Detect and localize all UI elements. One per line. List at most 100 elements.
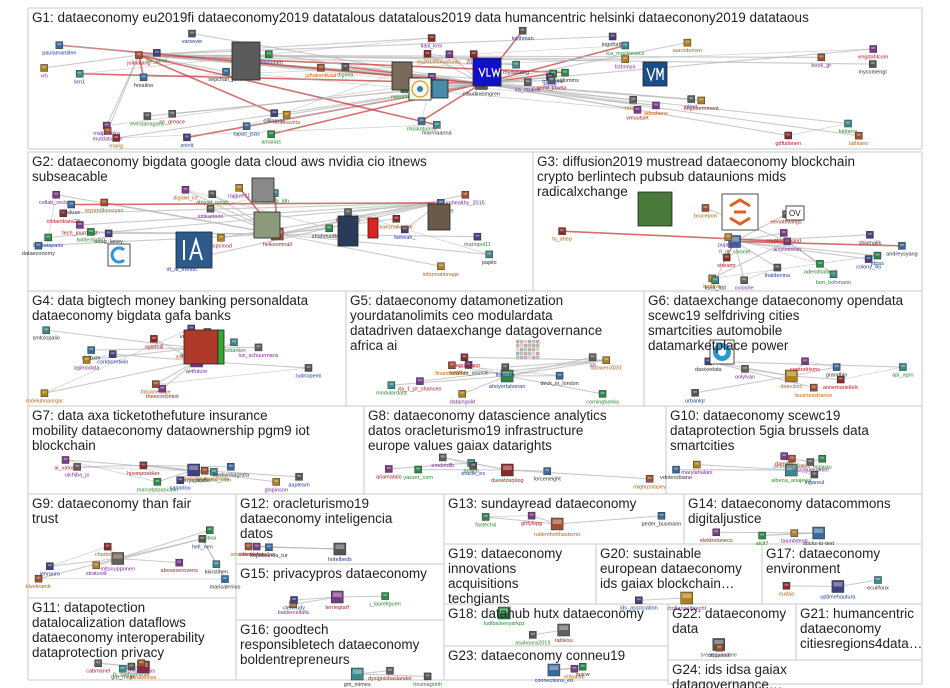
node-aibena_ariajewa[interactable]: aibena_ariajewa bbox=[771, 463, 812, 484]
node-alcit7[interactable]: alcit7 bbox=[756, 531, 769, 547]
node-agimodata[interactable]: agimodata bbox=[74, 356, 101, 371]
node-stratuvid[interactable]: stratuvid bbox=[86, 561, 107, 577]
node-urbanlqr[interactable]: urbanlqr bbox=[685, 389, 705, 404]
elephant-avatar-icon[interactable] bbox=[253, 211, 281, 239]
node-dysignisbaslander[interactable]: dysignisbaslander bbox=[368, 666, 412, 682]
node-orchestractities[interactable]: orchestractities bbox=[773, 454, 811, 470]
node-smawtoubrista[interactable]: smawtoubrista bbox=[231, 542, 267, 558]
node-charkonen[interactable]: charkonen bbox=[95, 542, 121, 558]
node-ciberbeheadas[interactable]: ciberbeheadas bbox=[239, 542, 275, 558]
node-informationage[interactable]: informationage bbox=[423, 262, 459, 278]
node-ulchiba_jo[interactable]: ulchiba_jo bbox=[65, 463, 90, 478]
node-api_agro[interactable]: api_agro bbox=[892, 363, 914, 379]
node-kiveleamtr[interactable]: kiveleamtr bbox=[26, 574, 51, 590]
node-adendhaliwal[interactable]: adendhaliwal bbox=[804, 260, 836, 275]
node-olmrt[interactable]: olmrt bbox=[685, 95, 698, 111]
node-kkirstinen[interactable]: kkirstinen bbox=[205, 560, 228, 576]
node-engdahlcom[interactable]: engdahlcom bbox=[858, 45, 889, 60]
node-fingovernment[interactable]: fingovernment bbox=[684, 96, 719, 112]
node-mr_janel[interactable]: mr_janel bbox=[146, 49, 167, 64]
node-wyrandboozyan[interactable]: wyrandboozyan bbox=[84, 198, 124, 214]
node-olyofuntu[interactable]: olyofuntu bbox=[438, 50, 461, 66]
node-juliaalang[interactable]: juliaalang bbox=[126, 51, 151, 67]
node-lca_mackiewicz[interactable]: lca_mackiewicz bbox=[606, 41, 645, 57]
node-eudaa[interactable]: eudaa bbox=[779, 582, 795, 597]
node-elitparks[interactable]: elitparks bbox=[564, 665, 585, 680]
node-aaplearn[interactable]: aaplearn bbox=[288, 473, 310, 488]
node-fabianesage[interactable]: fabianesage bbox=[141, 380, 171, 396]
node-fameah_[interactable]: fameah_ bbox=[394, 225, 416, 241]
doug-laney-avatar-icon[interactable] bbox=[251, 177, 275, 203]
node-elektrotonecs[interactable]: elektrotonecs bbox=[700, 528, 733, 544]
node-book_gr[interactable]: book_gr bbox=[811, 53, 831, 69]
node-mltsnupponen[interactable]: mltsnupponen bbox=[100, 552, 135, 573]
node-taiunbiteatl[interactable]: taiunbiteatl bbox=[781, 529, 808, 545]
node-marrnaanna[interactable]: marrnaanna bbox=[422, 121, 453, 136]
node-ahoyertalvoran[interactable]: ahoyertalvoran bbox=[489, 369, 525, 390]
node-mgjwau[interactable]: mgjwau bbox=[813, 455, 832, 470]
node-ilaiii_krm[interactable]: ilaiii_krm bbox=[421, 34, 443, 50]
node-moniquecaeliet[interactable]: moniquecaeliet bbox=[792, 458, 829, 474]
node-rutlernhmthasterno[interactable]: rutlernhmthasterno bbox=[534, 517, 580, 538]
node-rodeluhnanrgar[interactable]: rodeluhnanrgar bbox=[26, 389, 63, 405]
node-tapas_jsas[interactable]: tapas_jsas bbox=[233, 122, 260, 138]
node-dgesana_com[interactable]: dgesana_com bbox=[197, 468, 232, 483]
node-cabmanel[interactable]: cabmanel bbox=[86, 659, 110, 675]
node-zninit[interactable]: zninit bbox=[180, 133, 194, 149]
node-aboveserovens[interactable]: aboveserovens bbox=[161, 558, 199, 574]
node-anttiellonen[interactable]: anttiellonen bbox=[255, 50, 283, 66]
node-businessfrance[interactable]: businessfrance bbox=[795, 383, 832, 399]
node-mydataorg[interactable]: mydataorg bbox=[503, 60, 529, 76]
node-peduse[interactable]: peduse bbox=[62, 200, 80, 216]
node-lovihman[interactable]: lovihman bbox=[512, 26, 534, 42]
node-rajguel11[interactable]: rajguel11 bbox=[228, 184, 250, 199]
node-iavngrastano[interactable]: iavngrastano bbox=[449, 353, 481, 369]
node-jdpss[interactable]: jdpss bbox=[870, 251, 884, 267]
node-clcasnion[interactable]: clcasnion bbox=[708, 643, 731, 659]
node-doug_laney[interactable]: doug_laney bbox=[94, 229, 123, 245]
node-imhealthy_2015[interactable]: imhealthy_2015 bbox=[446, 191, 485, 206]
streamr-logo-icon[interactable] bbox=[721, 193, 759, 231]
node-marisalenius[interactable]: marisalenius bbox=[210, 575, 241, 591]
node-glnpinson[interactable]: glnpinson bbox=[264, 478, 288, 493]
node-ita_1_pt_shanceo[interactable]: ita_1_pt_shanceo bbox=[398, 377, 442, 393]
node-hj_ahep[interactable]: hj_ahep bbox=[552, 227, 572, 243]
node-kirtiarra[interactable]: kirtiarra bbox=[839, 119, 858, 135]
node-ai_valoor[interactable]: ai_valoor bbox=[54, 456, 77, 471]
node-bigdataparis[interactable]: bigdataparis bbox=[33, 233, 63, 249]
collab-c-logo-icon[interactable] bbox=[107, 243, 131, 267]
node-brucepon[interactable]: brucepon bbox=[694, 204, 717, 219]
abigail-avatar-icon[interactable] bbox=[427, 203, 451, 231]
node-digima[interactable]: digima bbox=[337, 63, 354, 78]
node-oujcw[interactable]: oujcw bbox=[576, 662, 590, 678]
datapanel-avatar-icon[interactable] bbox=[431, 79, 449, 99]
node-emdetdlb[interactable]: emdetdlb bbox=[431, 453, 454, 469]
node-lnaidenina[interactable]: lnaidenina bbox=[765, 263, 791, 279]
vm-logo-icon[interactable] bbox=[642, 61, 668, 87]
node-vmuutset[interactable]: vmuutset bbox=[626, 106, 649, 121]
node-gdftalonen[interactable]: gdftalonen bbox=[775, 131, 801, 147]
node-cooplexmis[interactable]: cooplexmis bbox=[128, 659, 156, 675]
node-duewlzarplog[interactable]: duewlzarplog bbox=[491, 463, 524, 484]
node-ingoforth[interactable]: ingoforth bbox=[602, 32, 623, 48]
node-un[interactable]: un bbox=[588, 353, 597, 369]
node-fcthrinsir[interactable]: fcthrinsir bbox=[615, 55, 636, 71]
node-eu2019fi[interactable]: eu2019fi bbox=[417, 50, 438, 65]
node-vm[interactable]: vm bbox=[40, 64, 48, 79]
node-cryptonomand[interactable]: cryptonomand bbox=[766, 229, 801, 244]
node-mariopol11[interactable]: mariopol11 bbox=[464, 232, 491, 248]
maljaronka-avatar-icon[interactable] bbox=[231, 41, 261, 81]
node-sepchan_jenni[interactable]: sepchan_jenni bbox=[208, 67, 244, 83]
node-rablesu[interactable]: rablesu bbox=[555, 623, 573, 644]
node-dataeconomy[interactable]: dataeconomy bbox=[22, 241, 55, 257]
g4-hub-avatar-icon[interactable] bbox=[183, 329, 219, 365]
node-gcpcloud[interactable]: gcpcloud bbox=[210, 234, 232, 249]
node-rangec[interactable]: rangec bbox=[625, 96, 642, 111]
node-luc_schuurmans[interactable]: luc_schuurmans bbox=[238, 343, 279, 359]
node-hjsonpoekker[interactable]: hjsonpoekker bbox=[127, 461, 160, 477]
node-annemarieltelc[interactable]: annemarieltelc bbox=[823, 375, 859, 391]
node-grp_majo[interactable]: grp_majo bbox=[111, 665, 134, 680]
informationage-logo-icon[interactable] bbox=[175, 231, 213, 269]
node-guerjagandle[interactable]: guerjagandle bbox=[178, 463, 210, 484]
node-ka_rautine[interactable]: ka_rautine bbox=[515, 78, 541, 94]
